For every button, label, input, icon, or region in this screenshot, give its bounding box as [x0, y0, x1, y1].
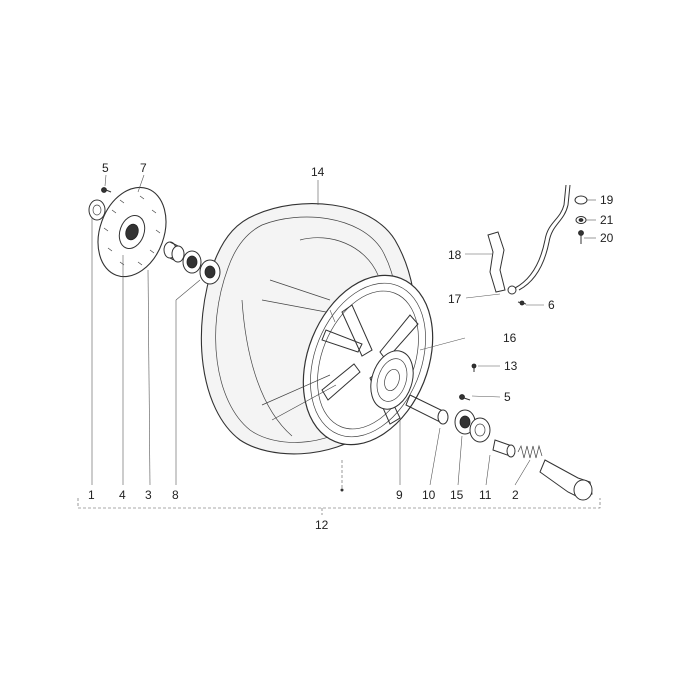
callout-20: 20 [600, 231, 614, 245]
callout-labels: 1 2 3 4 5 5 6 7 8 9 10 11 12 13 14 15 16… [88, 161, 614, 532]
callout-16: 16 [503, 331, 517, 345]
callout-4: 4 [119, 488, 126, 502]
speed-sensor [487, 184, 588, 306]
callout-15: 15 [450, 488, 464, 502]
callout-19: 19 [600, 193, 614, 207]
axle-assembly [405, 394, 593, 501]
callout-2: 2 [512, 488, 519, 502]
screws-right [459, 363, 477, 401]
callout-21: 21 [600, 213, 614, 227]
callout-12: 12 [315, 518, 329, 532]
leader-lines [77, 174, 601, 515]
center-marker [340, 488, 344, 492]
callout-14: 14 [311, 165, 325, 179]
callout-11: 11 [479, 488, 492, 502]
callout-18: 18 [448, 248, 462, 262]
callout-3: 3 [145, 488, 152, 502]
dust-seal [88, 199, 106, 221]
brake-disc [97, 186, 167, 278]
callout-10: 10 [422, 488, 436, 502]
callout-17: 17 [448, 292, 462, 306]
spacer-and-bearings [163, 241, 221, 285]
screw-top [101, 187, 112, 193]
brake-disc-rear [370, 350, 414, 410]
callout-8: 8 [172, 488, 179, 502]
callout-7: 7 [140, 161, 147, 175]
callout-6: 6 [548, 298, 555, 312]
callout-9: 9 [396, 488, 403, 502]
callout-5-top: 5 [102, 161, 109, 175]
callout-1: 1 [88, 488, 95, 502]
callout-13: 13 [504, 359, 518, 373]
callout-5-right: 5 [504, 390, 511, 404]
